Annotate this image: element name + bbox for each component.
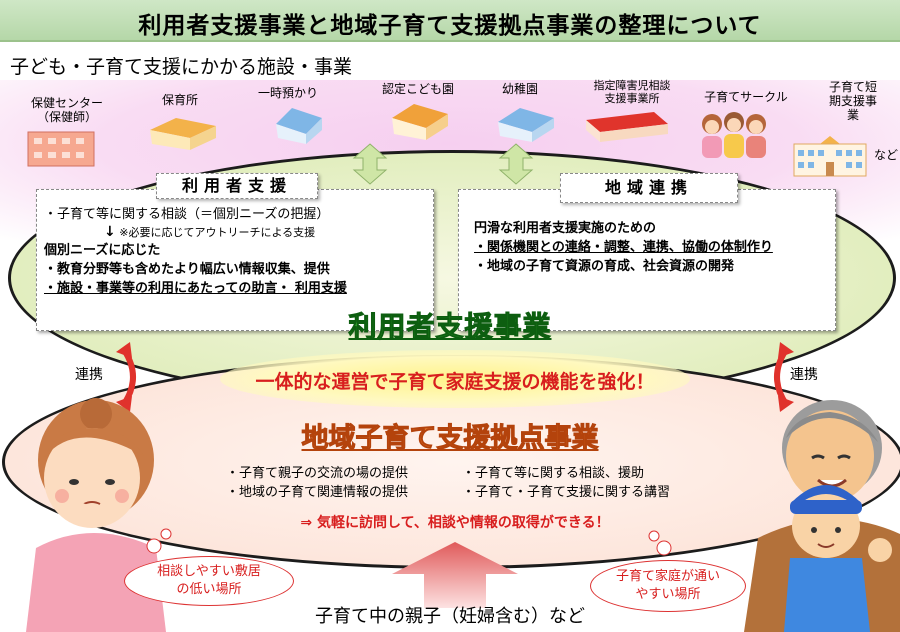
cooperation-arrow-left-icon: [116, 342, 136, 412]
hub-project-banner: 地域子育て支援拠点事業: [301, 423, 599, 455]
user-support-line4: ・教育分野等も含めたより幅広い情報収集、提供: [44, 262, 330, 277]
facility-certified-kodomoen: 認定こども園: [381, 82, 454, 96]
integrated-glow: [220, 350, 690, 408]
cooperation-label-left: 連携: [75, 367, 103, 383]
facility-disability-consult-line1: 指定障害児相談: [593, 79, 671, 92]
bubble-left-line1: 相談しやすい敷居: [157, 564, 261, 579]
facility-nursery: 保育所: [161, 93, 198, 107]
mother-illustration-icon: [26, 398, 166, 632]
nursery-house-icon: [150, 118, 216, 150]
user-support-content: ・子育て等に関する相談（＝個別ニーズの把握） ↓ ※必要に応じてアウトリーチによ…: [44, 205, 347, 298]
temporary-care-house-icon: [276, 108, 322, 144]
facility-short-stay-line3: 業: [846, 108, 859, 122]
father-child-illustration-icon: [744, 400, 900, 632]
section-heading: 子ども・子育て支援にかかる施設・事業: [10, 56, 353, 78]
facility-disability-consult-line2: 支援事業所: [604, 92, 660, 105]
title-bar: [0, 0, 900, 42]
facility-parenting-circle: 子育てサークル: [704, 90, 788, 104]
user-support-line3: 個別ニーズに応じた: [44, 243, 161, 258]
hub-services-col2: ・子育て等に関する相談、援助 ・子育て・子育て支援に関する講習: [462, 464, 670, 502]
speech-bubble-right: 子育て家庭が通い やすい場所: [590, 560, 746, 612]
updown-arrow-icon-left: [352, 143, 388, 185]
target-users-label: 子育て中の親子（妊婦含む）など: [315, 606, 585, 627]
facility-kindergarten: 幼稚園: [501, 82, 538, 96]
facility-health-center-line2: （保健師）: [36, 110, 97, 124]
hub-service-lecture: ・子育て・子育て支援に関する講習: [462, 485, 671, 500]
facility-short-stay: 子育て短 期支援事 業: [818, 80, 888, 122]
bubble-right-line2: やすい場所: [635, 587, 701, 602]
speech-bubble-left: 相談しやすい敷居 の低い場所: [124, 556, 294, 606]
integrated-operation-banner: 一体的な運営で子育て家庭支援の機能を強化！: [255, 371, 655, 393]
user-support-note-row: ↓ ※必要に応じてアウトリーチによる支援: [44, 224, 347, 241]
bubble-left-tail-icon: [146, 528, 172, 554]
facility-temporary-care: 一時預かり: [257, 86, 318, 100]
big-up-arrow-icon: [392, 542, 518, 608]
user-support-project-banner: 利用者支援事業: [348, 310, 552, 344]
hub-services-col1: ・子育て親子の交流の場の提供 ・地域の子育て関連情報の提供: [226, 464, 408, 502]
user-support-note: ※必要に応じてアウトリーチによる支援: [119, 226, 316, 239]
bubble-left-line2: の低い場所: [176, 582, 242, 597]
user-support-line1: ・子育て等に関する相談（＝個別ニーズの把握）: [44, 207, 330, 222]
facility-etc: など: [873, 148, 898, 162]
user-support-line5: ・施設・事業等の利用にあたっての助言・ 利用支援: [44, 281, 347, 296]
kindergarten-house-icon: [498, 108, 554, 142]
health-center-building-icon: [27, 131, 95, 167]
regional-cooperation-tab: 地域連携: [560, 173, 738, 203]
hub-service-exchange: ・子育て親子の交流の場の提供: [226, 466, 409, 481]
facility-short-stay-line1: 子育て短: [828, 80, 877, 94]
cooperation-label-right: 連携: [790, 367, 818, 383]
bubble-right-line1: 子育て家庭が通い: [615, 569, 720, 584]
updown-arrow-icon-right: [498, 143, 534, 185]
kodomoen-house-icon: [392, 104, 448, 140]
access-statement: ⇒ 気軽に訪問して、相談や情報の取得ができる！: [300, 515, 610, 531]
down-arrow-icon: ↓: [104, 224, 116, 240]
regional-cooperation-content: 円滑な利用者支援実施のための ・関係機関との連絡・調整、連携、協働の体制作り ・…: [474, 219, 773, 276]
facility-health-center: 保健センター （保健師）: [22, 96, 112, 124]
page-title: 利用者支援事業と地域子育て支援拠点事業の整理について: [138, 13, 762, 39]
facility-disability-consult: 指定障害児相談 支援事業所: [582, 79, 682, 105]
regional-line3: ・地域の子育て資源の育成、社会資源の開発: [474, 259, 735, 274]
parenting-circle-people-icon: [702, 112, 766, 158]
facility-health-center-line1: 保健センター: [30, 96, 103, 110]
cooperation-arrow-right-icon: [774, 342, 794, 412]
regional-line1: 円滑な利用者支援実施のための: [474, 221, 657, 236]
regional-line2: ・関係機関との連絡・調整、連携、協働の体制作り: [474, 240, 773, 255]
disability-consult-building-icon: [586, 112, 668, 142]
bubble-right-tail-icon: [648, 530, 672, 556]
user-support-tab: 利用者支援: [156, 173, 318, 199]
facility-short-stay-line2: 期支援事: [828, 94, 877, 108]
user-support-box: [36, 189, 434, 331]
hub-service-info: ・地域の子育て関連情報の提供: [226, 485, 409, 500]
hub-service-consult: ・子育て等に関する相談、援助: [462, 466, 645, 481]
short-stay-building-icon: [793, 136, 867, 177]
